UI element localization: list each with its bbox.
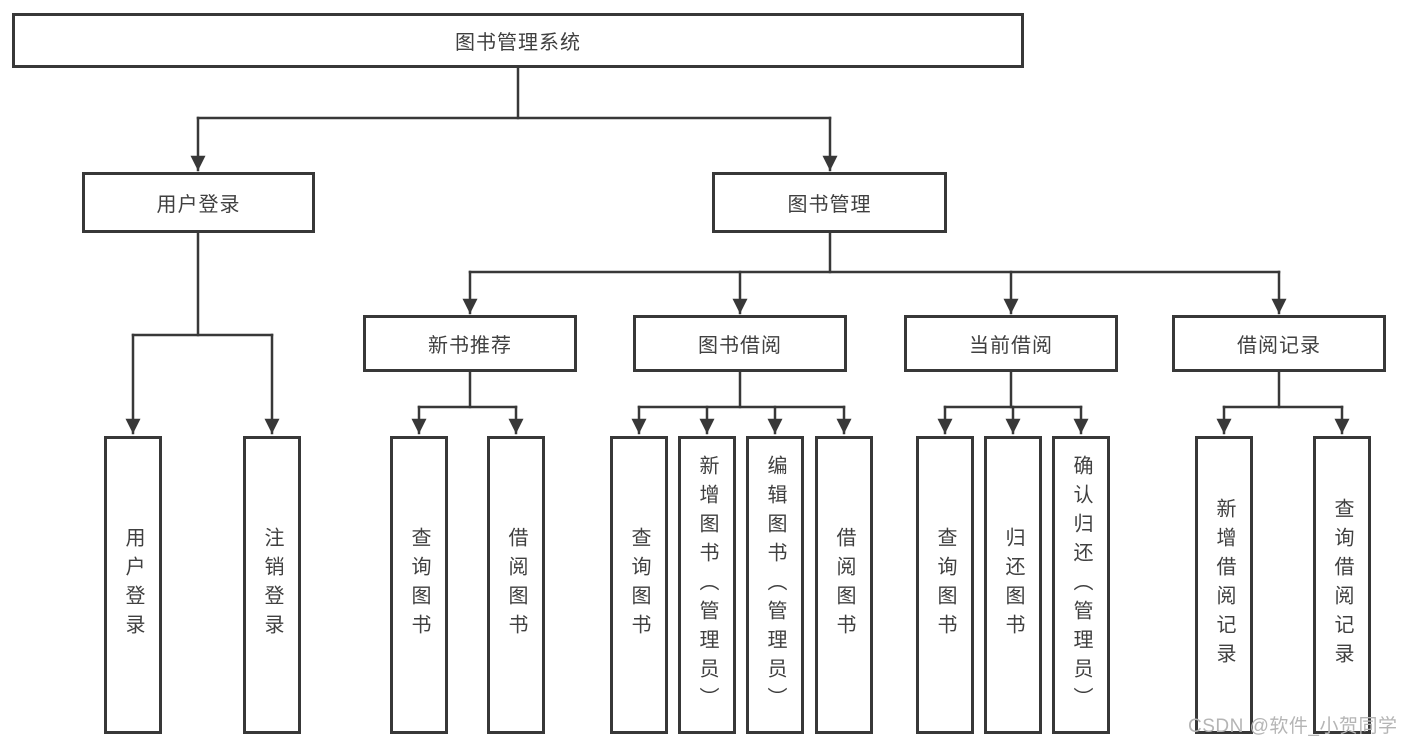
leaf-label: 归还图书 [1002,527,1024,643]
leaf-logout: 注销登录 [243,436,301,734]
leaf-label: 新增图书（管理员） [696,454,718,716]
node-book-management: 图书管理 [712,172,947,233]
leaf-add-books-admin: 新增图书（管理员） [678,436,736,734]
node-library-system-root: 图书管理系统 [12,13,1024,68]
leaf-edit-books-admin: 编辑图书（管理员） [746,436,804,734]
leaf-label: 编辑图书（管理员） [764,454,786,716]
node-book-borrowing: 图书借阅 [633,315,847,372]
leaf-label: 用户登录 [122,527,144,643]
leaf-label: 注销登录 [261,527,283,643]
leaf-query-books-current: 查询图书 [916,436,974,734]
leaf-confirm-return-admin: 确认归还（管理员） [1052,436,1110,734]
leaf-label: 查询图书 [934,527,956,643]
node-current-borrowing: 当前借阅 [904,315,1118,372]
csdn-watermark: CSDN @软件_小贺同学 [1188,716,1398,737]
leaf-add-borrow-record: 新增借阅记录 [1195,436,1253,734]
leaf-label: 借阅图书 [833,527,855,643]
leaf-borrow-books-recommend: 借阅图书 [487,436,545,734]
leaf-return-books: 归还图书 [984,436,1042,734]
node-new-book-recommend: 新书推荐 [363,315,577,372]
leaf-label: 查询图书 [628,527,650,643]
leaf-borrow-books: 借阅图书 [815,436,873,734]
leaf-label: 新增借阅记录 [1213,498,1235,672]
leaf-query-borrow-record: 查询借阅记录 [1313,436,1371,734]
leaf-label: 查询借阅记录 [1331,498,1353,672]
leaf-user-login: 用户登录 [104,436,162,734]
node-borrowing-records: 借阅记录 [1172,315,1386,372]
leaf-label: 确认归还（管理员） [1070,454,1092,716]
leaf-query-books-recommend: 查询图书 [390,436,448,734]
leaf-label: 借阅图书 [505,527,527,643]
leaf-query-books-borrowing: 查询图书 [610,436,668,734]
node-user-login: 用户登录 [82,172,315,233]
leaf-label: 查询图书 [408,527,430,643]
